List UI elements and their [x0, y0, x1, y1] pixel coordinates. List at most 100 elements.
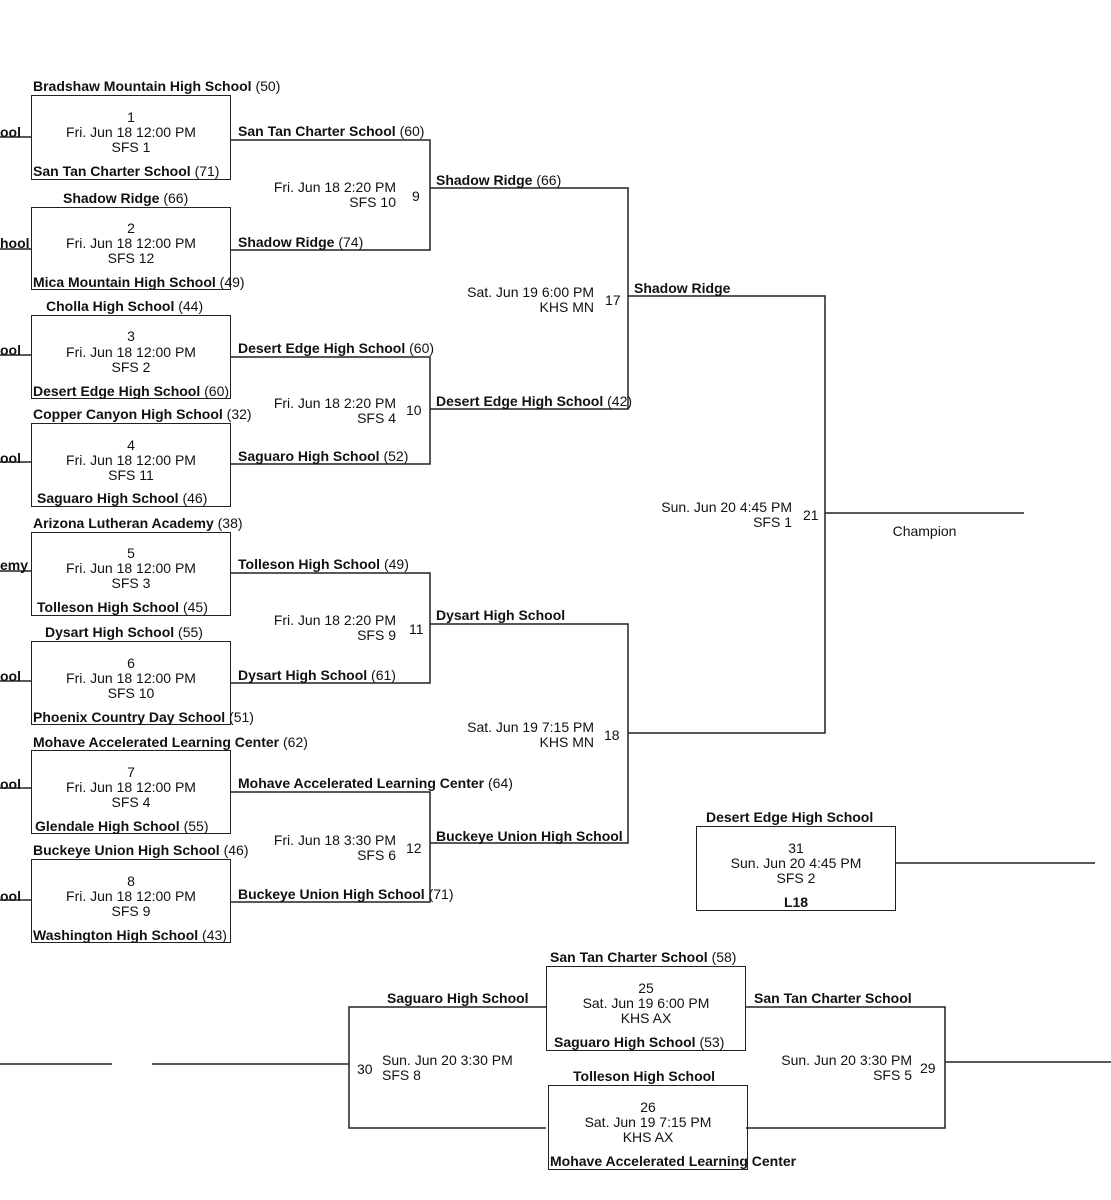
- game-1-venue: SFS 1: [111, 139, 151, 155]
- game-29-venue: SFS 5: [873, 1067, 912, 1083]
- game-3-venue: SFS 2: [111, 359, 151, 375]
- game-31-top-team[interactable]: Desert Edge High School: [706, 809, 874, 825]
- game-1-box[interactable]: [31, 95, 231, 180]
- game-25-date: Sat. Jun 19 6:00 PM: [582, 995, 710, 1011]
- game-2-top-team[interactable]: Shadow Ridge (66): [63, 190, 189, 206]
- game-3-top-team[interactable]: Cholla High School (44): [46, 298, 204, 314]
- game-2-date: Fri. Jun 18 12:00 PM: [66, 235, 196, 251]
- game-5-number: 5: [127, 545, 135, 561]
- game-5-date: Fri. Jun 18 12:00 PM: [66, 560, 196, 576]
- game-21-top-team[interactable]: Shadow Ridge: [634, 280, 731, 296]
- game-25-box[interactable]: [546, 966, 746, 1051]
- game-3-box[interactable]: [31, 315, 231, 399]
- game-2-number: 2: [127, 220, 135, 236]
- game-12-date: Fri. Jun 18 3:30 PM: [273, 832, 396, 848]
- game-25-top-team[interactable]: San Tan Charter School (58): [550, 949, 737, 965]
- game-5-bottom-team[interactable]: Tolleson High School (45): [37, 599, 208, 615]
- game-8-venue: SFS 9: [111, 903, 151, 919]
- game-1-date: Fri. Jun 18 12:00 PM: [66, 124, 196, 140]
- game-21-venue: SFS 1: [753, 514, 792, 530]
- game-18-date: Sat. Jun 19 7:15 PM: [467, 719, 594, 735]
- game-25-bottom-team[interactable]: Saguaro High School (53): [554, 1034, 725, 1050]
- game-1-number: 1: [127, 109, 135, 125]
- game-9-number: 9: [412, 188, 420, 204]
- game-4-box[interactable]: [31, 423, 231, 507]
- game-10-bottom-team[interactable]: Saguaro High School (52): [238, 448, 409, 464]
- game-3-number: 3: [127, 328, 135, 344]
- game-26-date: Sat. Jun 19 7:15 PM: [584, 1114, 712, 1130]
- game-26-number: 26: [640, 1099, 656, 1115]
- game-10-top-team[interactable]: Desert Edge High School (60): [238, 340, 435, 356]
- game-5-venue: SFS 3: [111, 575, 151, 591]
- game-9-venue: SFS 10: [349, 194, 396, 210]
- game-31-bottom-team[interactable]: L18: [783, 894, 809, 910]
- game-5-top-team[interactable]: Arizona Lutheran Academy (38): [33, 515, 243, 531]
- game-18-number: 18: [604, 727, 620, 743]
- game-8-date: Fri. Jun 18 12:00 PM: [66, 888, 196, 904]
- game-7-box[interactable]: [31, 750, 231, 834]
- game-25-number: 25: [638, 980, 654, 996]
- game-9-bottom-team[interactable]: Shadow Ridge (74): [238, 234, 364, 250]
- game-4-bottom-team[interactable]: Saguaro High School (46): [37, 490, 208, 506]
- game-31-venue: SFS 2: [776, 870, 816, 886]
- game-6-number: 6: [127, 655, 135, 671]
- champion-label: Champion: [892, 523, 957, 539]
- game-4-date: Fri. Jun 18 12:00 PM: [66, 452, 196, 468]
- game-25-venue: KHS AX: [620, 1010, 672, 1026]
- game-17-top-team[interactable]: Shadow Ridge (66): [436, 172, 562, 188]
- game-6-venue: SFS 10: [107, 685, 155, 701]
- game-18-top-team[interactable]: Dysart High School: [436, 607, 566, 623]
- game-21-number: 21: [803, 507, 819, 523]
- game-5-box[interactable]: [31, 532, 231, 616]
- game-1-top-team[interactable]: Bradshaw Mountain High School (50): [33, 78, 281, 94]
- left-edge-name: ool: [0, 342, 21, 358]
- game-26-box[interactable]: [548, 1085, 748, 1170]
- game-29-top-team[interactable]: San Tan Charter School: [754, 990, 912, 1006]
- left-edge-name: ool: [0, 450, 21, 466]
- game-12-bottom-team[interactable]: Buckeye Union High School (71): [238, 886, 454, 902]
- game-31-date: Sun. Jun 20 4:45 PM: [730, 855, 862, 871]
- game-7-top-team[interactable]: Mohave Accelerated Learning Center (62): [33, 734, 308, 750]
- game-8-number: 8: [127, 873, 135, 889]
- game-18-bottom-team[interactable]: Buckeye Union High School: [436, 828, 623, 844]
- game-11-top-team[interactable]: Tolleson High School (49): [238, 556, 409, 572]
- left-edge-name: hool: [0, 235, 30, 251]
- game-12-top-team[interactable]: Mohave Accelerated Learning Center (64): [238, 775, 513, 791]
- left-edge-name: ool: [0, 668, 21, 684]
- game-17-venue: KHS MN: [539, 299, 594, 315]
- game-31-number: 31: [788, 840, 804, 856]
- game-6-top-team[interactable]: Dysart High School (55): [45, 624, 203, 640]
- game-7-bottom-team[interactable]: Glendale High School (55): [35, 818, 209, 834]
- game-3-date: Fri. Jun 18 12:00 PM: [66, 344, 196, 360]
- game-26-venue: KHS AX: [622, 1129, 674, 1145]
- left-edge-name: ool: [0, 124, 21, 140]
- game-9-top-team[interactable]: San Tan Charter School (60): [238, 123, 425, 139]
- game-8-box[interactable]: [31, 859, 231, 943]
- game-10-date: Fri. Jun 18 2:20 PM: [273, 395, 396, 411]
- game-30-number: 30: [357, 1061, 373, 1077]
- game-4-top-team[interactable]: Copper Canyon High School (32): [33, 406, 252, 422]
- game-30-date: Sun. Jun 20 3:30 PM: [382, 1052, 513, 1068]
- game-11-bottom-team[interactable]: Dysart High School (61): [238, 667, 396, 683]
- game-3-bottom-team[interactable]: Desert Edge High School (60): [33, 383, 230, 399]
- game-2-bottom-team[interactable]: Mica Mountain High School (49): [33, 274, 245, 290]
- game-26-bottom-team[interactable]: Mohave Accelerated Learning Center: [550, 1153, 797, 1169]
- game-8-top-team[interactable]: Buckeye Union High School (46): [33, 842, 249, 858]
- game-26-top-team[interactable]: Tolleson High School: [573, 1068, 716, 1084]
- game-7-date: Fri. Jun 18 12:00 PM: [66, 779, 196, 795]
- game-17-bottom-team[interactable]: Desert Edge High School (42): [436, 393, 633, 409]
- game-1-bottom-team[interactable]: San Tan Charter School (71): [33, 163, 220, 179]
- game-7-number: 7: [127, 764, 135, 780]
- game-11-venue: SFS 9: [357, 627, 396, 643]
- game-8-bottom-team[interactable]: Washington High School (43): [33, 927, 227, 943]
- game-6-bottom-team[interactable]: Phoenix Country Day School (51): [33, 709, 254, 725]
- game-4-venue: SFS 11: [108, 467, 154, 483]
- game-30-venue: SFS 8: [382, 1067, 421, 1083]
- game-30-top-team[interactable]: Saguaro High School: [387, 990, 529, 1006]
- game-2-box[interactable]: [31, 207, 231, 290]
- game-6-box[interactable]: [31, 641, 231, 725]
- game-10-number: 10: [406, 402, 422, 418]
- game-31-box[interactable]: [696, 826, 896, 911]
- game-29-number: 29: [920, 1060, 936, 1076]
